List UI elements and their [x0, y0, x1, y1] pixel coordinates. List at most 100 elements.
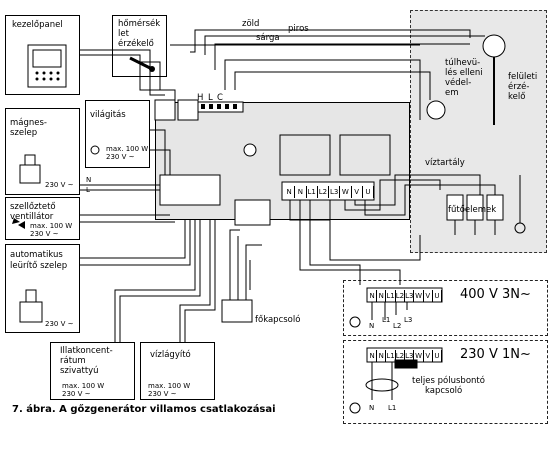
terminal-label: L1: [386, 290, 396, 302]
wire-green-top: [190, 29, 471, 53]
label-drain-1: automatikus: [10, 250, 63, 260]
wire-panel: [80, 49, 165, 96]
terminal-label: N: [377, 350, 387, 362]
label-overheat-1: túlhevü-: [445, 58, 481, 68]
terminal-label: U: [363, 186, 374, 198]
label-l-left: L: [86, 186, 90, 194]
label-temp-sensor-2: let: [118, 29, 129, 39]
label-solenoid-v: 230 V ~: [45, 181, 74, 189]
terminal-label: L3: [405, 350, 415, 362]
label-l: L: [208, 93, 213, 103]
solenoid-valve-box: [5, 108, 80, 195]
terminal-label: L3: [329, 186, 341, 198]
terminal-label: N: [368, 350, 378, 362]
label-scent-max: max. 100 W: [62, 382, 105, 390]
label-solenoid-1: mágnes-: [10, 118, 47, 128]
temp-sensor-probe: [129, 56, 151, 70]
label-temp-sensor-1: hőmérsék: [118, 19, 161, 29]
label-l1-400: L1: [382, 316, 391, 324]
label-surface-2: érzé-: [508, 82, 530, 92]
label-scent-v: 230 V ~: [62, 390, 91, 398]
label-tank: víztartály: [425, 158, 465, 168]
label-lighting: világitás: [90, 110, 126, 120]
label-drain-v: 230 V ~: [45, 320, 74, 328]
terminal-label: W: [415, 350, 424, 362]
terminal-label: L1: [386, 350, 396, 362]
label-lighting-v: 230 V ~: [106, 153, 135, 161]
label-yellow: sárga: [256, 33, 280, 43]
label-230v: 230 V 1N~: [460, 347, 531, 362]
fan-box: [5, 197, 80, 240]
label-h: H: [197, 93, 204, 103]
wire-yellow: [214, 43, 470, 70]
wire-overheat: [224, 59, 421, 120]
label-overheat-3: védel-: [445, 78, 472, 88]
label-solenoid-2: szelep: [10, 128, 38, 138]
terminal-label: N: [295, 186, 307, 198]
label-control-panel: kezelőpanel: [12, 20, 63, 30]
label-l2-400: L2: [393, 322, 402, 330]
label-surface-1: felületi: [508, 72, 538, 82]
label-heating: fűtőelemek: [448, 205, 497, 215]
lighting-box: [85, 100, 150, 168]
label-softener-v: 230 V ~: [148, 390, 177, 398]
terminal-label: N: [368, 290, 378, 302]
label-n-left: N: [86, 176, 92, 184]
terminal-label: U: [433, 350, 443, 362]
label-overheat-4: em: [445, 88, 459, 98]
label-main-switch: főkapcsoló: [255, 315, 301, 325]
label-fan-2: ventillátor: [10, 212, 54, 222]
label-scent-1: Illatkoncent-: [60, 346, 113, 356]
terminal-label: V: [352, 186, 363, 198]
label-scent-2: rátum: [60, 356, 86, 366]
terminal-label: N: [377, 290, 387, 302]
supply-230v-box: [343, 340, 548, 424]
terminal-label: L1: [307, 186, 318, 198]
overheat-icon: [426, 100, 446, 120]
terminal-label: L2: [395, 290, 406, 302]
terminal-label: W: [340, 186, 352, 198]
figure-caption: 7. ábra. A gőzgenerátor villamos csatlak…: [12, 404, 276, 415]
wire-sensor: [140, 61, 161, 90]
label-fan-max: max. 100 W: [30, 222, 73, 230]
surface-sensor-icon: [482, 34, 506, 58]
label-lighting-max: max. 100 W: [106, 145, 149, 153]
label-temp-sensor-3: érzékelő: [118, 39, 154, 49]
label-fan-1: szellőztető: [10, 202, 56, 212]
softener-box: [140, 342, 215, 400]
label-surface-3: kelő: [508, 92, 526, 102]
label-allpole-2: kapcsoló: [425, 386, 463, 396]
terminal-label: L3: [405, 290, 415, 302]
label-softener-max: max. 100 W: [148, 382, 191, 390]
label-l1-230: L1: [388, 404, 397, 412]
label-allpole-1: teljes pólusbontó: [412, 376, 485, 386]
wire-overheat-2: [234, 71, 431, 100]
label-drain-2: leürítő szelep: [10, 261, 68, 271]
terminal-label: U: [433, 290, 443, 302]
terminal-label: L2: [318, 186, 329, 198]
label-400v: 400 V 3N~: [460, 287, 531, 302]
label-n-230: N: [369, 404, 375, 412]
terminal-label: L2: [395, 350, 406, 362]
terminal-label: N: [284, 186, 296, 198]
label-scent-3: szivattyú: [60, 366, 99, 376]
supply-400v-box: [343, 280, 548, 336]
terminal-label: V: [424, 350, 433, 362]
label-l3-400: L3: [404, 316, 413, 324]
label-red: piros: [288, 24, 309, 34]
label-green: zöld: [242, 19, 260, 29]
terminal-label: W: [415, 290, 424, 302]
label-softener: vízlágyító: [150, 350, 191, 360]
label-overheat-2: lés elleni: [445, 68, 483, 78]
label-fan-v: 230 V ~: [30, 230, 59, 238]
label-n-400: N: [369, 322, 375, 330]
wire-red: [204, 35, 485, 55]
scent-pump-box: [50, 342, 135, 400]
label-c: C: [217, 93, 223, 103]
wire-panel-2: [80, 54, 176, 100]
terminal-label: V: [424, 290, 433, 302]
main-switch-icon: [221, 299, 253, 323]
